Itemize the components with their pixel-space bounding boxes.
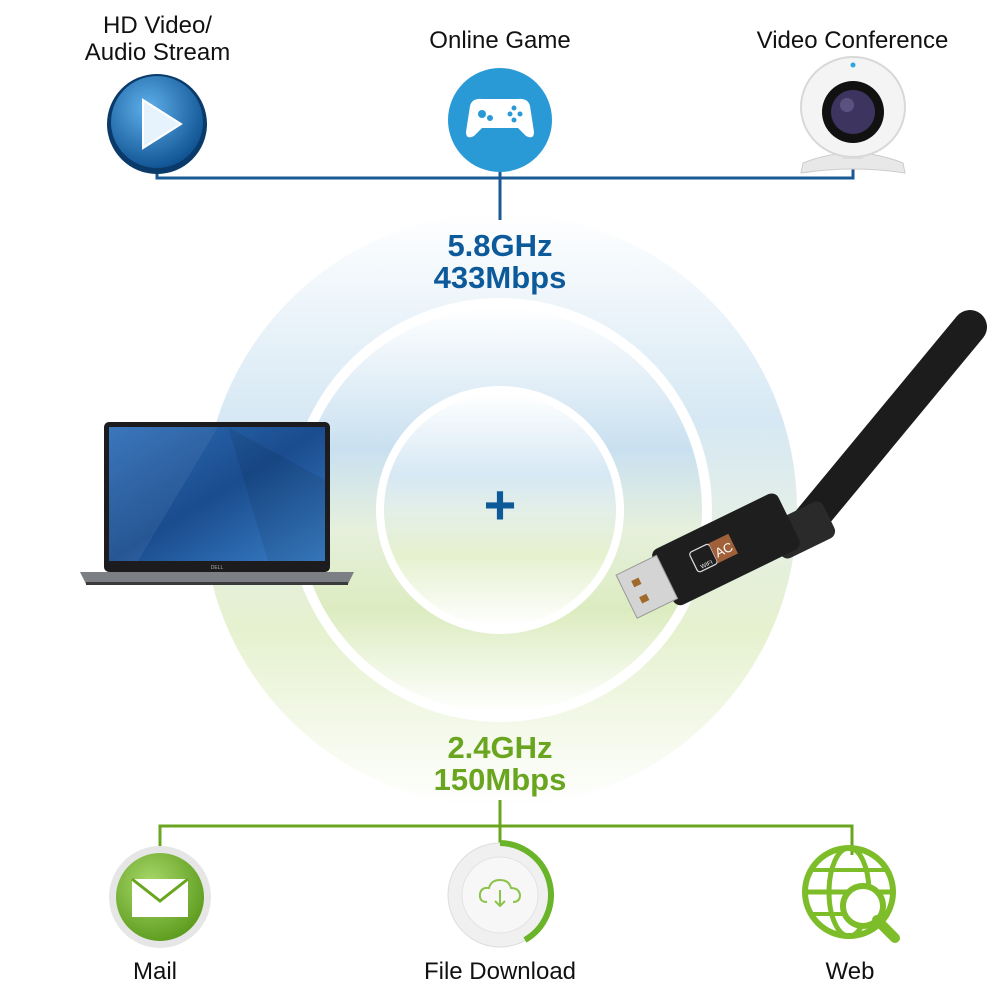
webcam-icon: [800, 56, 906, 174]
center-plus: +: [483, 473, 517, 536]
adapter-wifi-logo: WIFI: [700, 560, 714, 571]
laptop-logo: DELL: [211, 565, 224, 571]
band-5ghz-speed: 433Mbps: [433, 260, 567, 295]
usb-wifi-adapter: WIFI AC: [615, 310, 987, 619]
adapter-ac-logo: AC: [712, 539, 735, 560]
band-24ghz-label: 2.4GHz 150Mbps: [380, 732, 620, 796]
adapter-antenna: [785, 310, 987, 547]
online-game-label: Online Game: [429, 27, 571, 54]
band-5ghz-label: 5.8GHz 433Mbps: [380, 230, 620, 294]
inner-ring: [384, 394, 616, 626]
band-24ghz-frequency: 2.4GHz: [447, 730, 553, 765]
label-line: Audio Stream: [84, 39, 231, 66]
label-line: HD Video/: [103, 12, 212, 39]
mail-icon: [109, 846, 211, 948]
video-conference-label: Video Conference: [756, 27, 949, 54]
laptop-image: DELL: [80, 422, 354, 585]
band-24ghz-speed: 150Mbps: [433, 762, 567, 797]
web-label: Web: [825, 958, 875, 985]
gamepad-icon: [448, 68, 552, 172]
play-icon: [107, 74, 207, 174]
band-5ghz-frequency: 5.8GHz: [447, 228, 553, 263]
cloud-download-icon: [447, 840, 554, 948]
globe-search-icon: [802, 845, 900, 943]
mail-label: Mail: [132, 958, 177, 985]
hd-video-label: HD Video/ Audio Stream: [55, 12, 260, 66]
bottom-connector: [158, 800, 854, 855]
file-download-label: File Download: [423, 958, 577, 985]
